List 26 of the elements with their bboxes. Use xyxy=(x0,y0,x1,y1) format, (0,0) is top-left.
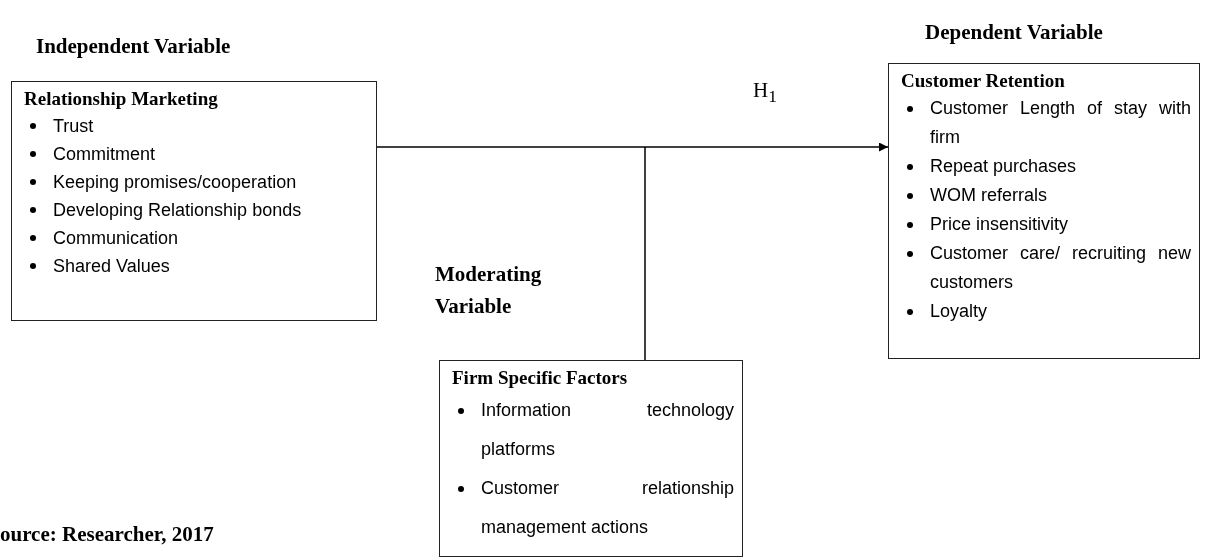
bullet-item: WOM referrals xyxy=(930,184,1048,207)
caption-label: Independent Variable xyxy=(36,33,231,60)
variable-box xyxy=(439,360,743,557)
caption-label: ource: Researcher, 2017 xyxy=(0,521,214,548)
box-heading: Relationship Marketing xyxy=(24,88,218,110)
bullet-item: Information technology platforms xyxy=(481,399,734,461)
bullet-item: Shared Values xyxy=(53,255,171,278)
bullet-item: Developing Relationship bonds xyxy=(53,199,303,222)
box-heading: Customer Retention xyxy=(901,70,1065,92)
bullet-item: Customer Length of stay with firm xyxy=(930,97,1191,149)
connector-line xyxy=(644,146,646,361)
box-heading: Firm Specific Factors xyxy=(452,367,628,389)
bullet-item: Keeping promises/cooperation xyxy=(53,171,298,194)
bullet-item: Repeat purchases xyxy=(930,155,1078,178)
caption-label: Moderating Variable xyxy=(435,261,543,320)
variable-box xyxy=(11,81,377,321)
bullet-item: Price insensitivity xyxy=(930,213,1070,236)
bullet-item: Trust xyxy=(53,115,95,138)
bullet-item: Communication xyxy=(53,227,180,250)
caption-label: Dependent Variable xyxy=(925,19,1103,46)
bullet-item: Commitment xyxy=(53,143,156,166)
bullet-item: Customer relationship management actions xyxy=(481,477,734,539)
bullet-item: Customer care/ recruiting new customers xyxy=(930,242,1191,294)
bullet-item: Loyalty xyxy=(930,300,989,323)
variable-box xyxy=(888,63,1200,359)
arrow xyxy=(376,142,889,152)
